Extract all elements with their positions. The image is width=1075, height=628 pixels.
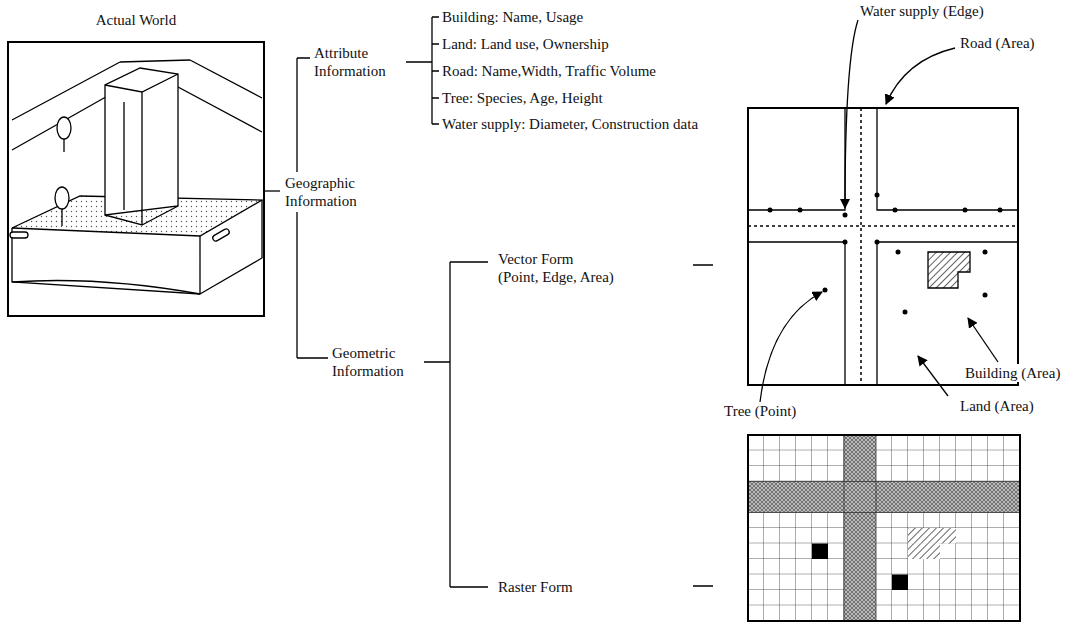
attribute-item: Land: Land use, Ownership bbox=[440, 35, 611, 53]
vector-map-part bbox=[760, 292, 822, 402]
vector-map-part-part bbox=[875, 240, 880, 245]
world-illustration-part bbox=[105, 74, 178, 225]
raster-grid-part bbox=[844, 435, 876, 621]
world-illustration-part bbox=[123, 102, 124, 210]
callout-label: Tree (Point) bbox=[722, 402, 798, 420]
vector-map-part-part bbox=[768, 208, 773, 213]
world-illustration-part bbox=[212, 228, 231, 242]
vector-map-part bbox=[928, 252, 970, 288]
raster-grid-part bbox=[748, 435, 1020, 621]
vector-map-part bbox=[968, 318, 998, 362]
vector-map-part-part bbox=[963, 208, 968, 213]
callout-label: Land (Area) bbox=[958, 397, 1036, 415]
form-label: Vector Form (Point, Edge, Area) bbox=[496, 250, 619, 286]
vector-map-part bbox=[886, 48, 955, 104]
bracket-lines bbox=[264, 17, 713, 587]
vector-map bbox=[748, 20, 1018, 402]
raster-grid-part bbox=[812, 544, 828, 560]
raster-grid-part bbox=[748, 482, 1020, 513]
category-label: Geometric Information bbox=[330, 344, 424, 380]
raster-grid-part bbox=[908, 544, 940, 560]
world-illustration-part bbox=[12, 200, 262, 294]
vector-map-part-part bbox=[843, 213, 848, 218]
vector-map-part bbox=[748, 108, 1018, 385]
vector-map-part-part bbox=[983, 293, 988, 298]
vector-map-part-part bbox=[823, 288, 828, 293]
vector-map-part-part bbox=[875, 193, 880, 198]
bracket-lines-part bbox=[693, 265, 713, 586]
vector-map-part bbox=[845, 20, 858, 208]
world-illustration-part bbox=[12, 281, 200, 295]
attribute-item: Tree: Species, Age, Height bbox=[440, 89, 605, 107]
vector-map-part bbox=[918, 356, 948, 396]
raster-grid-part bbox=[892, 575, 908, 591]
vector-map-part bbox=[748, 108, 1018, 385]
world-illustration-part bbox=[61, 209, 62, 226]
vector-map-part-part bbox=[893, 208, 898, 213]
attribute-item: Building: Name, Usage bbox=[440, 8, 585, 26]
category-label: Attribute Information bbox=[312, 44, 406, 80]
bracket-lines-part bbox=[264, 190, 280, 191]
vector-map-part-part bbox=[983, 250, 988, 255]
world-illustration bbox=[8, 42, 264, 316]
vector-map-part-part bbox=[998, 208, 1003, 213]
vector-map-part-part bbox=[896, 250, 901, 255]
world-illustration-part bbox=[63, 139, 64, 152]
attribute-item: Road: Name,Width, Traffic Volume bbox=[440, 62, 658, 80]
box-heading: Actual World bbox=[8, 12, 264, 29]
raster-grid bbox=[748, 435, 1020, 621]
raster-grid-part bbox=[908, 528, 956, 544]
attribute-item: Water supply: Diameter, Construction dat… bbox=[440, 115, 700, 133]
vector-map-part-part bbox=[903, 310, 908, 315]
world-illustration-part bbox=[8, 42, 264, 316]
vector-map-part-part bbox=[843, 240, 848, 245]
raster-grid-part bbox=[748, 435, 1020, 621]
world-illustration-part bbox=[57, 117, 71, 139]
callout-label: Building (Area) bbox=[963, 364, 1062, 382]
world-illustration-part bbox=[55, 187, 69, 209]
callout-label: Water supply (Edge) bbox=[858, 2, 986, 20]
world-picture-box: Actual World bbox=[8, 42, 264, 316]
world-illustration-part bbox=[10, 232, 28, 238]
category-label: Geographic Information bbox=[283, 174, 377, 210]
raster-grid-part bbox=[748, 435, 1020, 621]
bracket-lines-part bbox=[410, 262, 488, 587]
vector-map-part bbox=[768, 193, 1003, 315]
form-label: Raster Form bbox=[496, 578, 575, 596]
vector-map-part bbox=[748, 108, 1018, 385]
callout-label: Road (Area) bbox=[958, 34, 1037, 52]
vector-map-part-part bbox=[798, 208, 803, 213]
